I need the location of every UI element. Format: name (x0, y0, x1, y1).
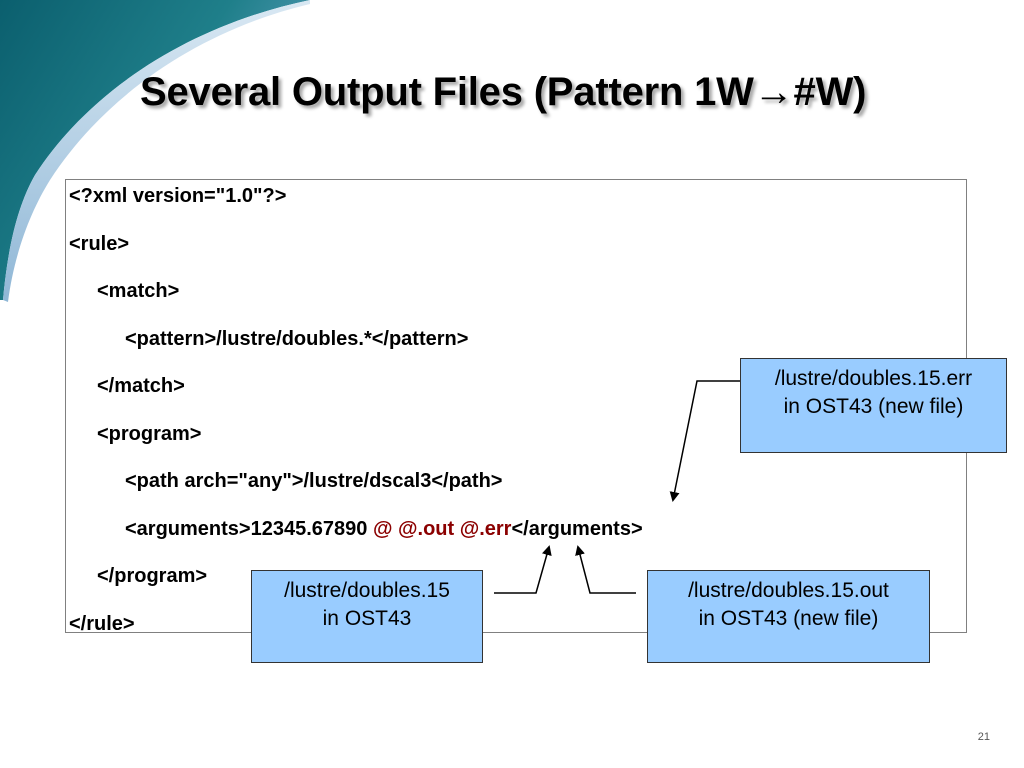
code-line-pattern: <pattern>/lustre/doubles.*</pattern> (125, 328, 469, 350)
callout-input-file: /lustre/doubles.15 in OST43 (251, 570, 483, 663)
callout-input-line1: /lustre/doubles.15 (284, 579, 450, 602)
callout-out-line1: /lustre/doubles.15.out (688, 579, 889, 602)
callout-out-file: /lustre/doubles.15.out in OST43 (new fil… (647, 570, 930, 663)
code-line-match-close: </match> (97, 375, 185, 397)
callout-input-line2: in OST43 (322, 607, 412, 630)
slide-title-text: Several Output Files (Pattern 1W→#W) (140, 70, 867, 114)
arguments-highlight: @ @.out @.err (372, 518, 512, 540)
callout-err-line2: in OST43 (new file) (783, 395, 964, 418)
code-line-xml-decl: <?xml version="1.0"?> (69, 185, 287, 207)
arguments-open: <arguments>12345.67890 (125, 518, 373, 540)
code-line-program-close: </program> (97, 565, 208, 587)
page-number: 21 (977, 731, 990, 743)
code-line-arguments: <arguments>12345.67890 @ @.out @.err</ar… (125, 517, 643, 541)
slide-title: Several Output Files (Pattern 1W→#W) (140, 70, 866, 115)
code-line-path: <path arch="any">/lustre/dscal3</path> (125, 470, 503, 492)
arrow-to-out (575, 545, 636, 594)
callout-err-file: /lustre/doubles.15.err in OST43 (new fil… (740, 358, 1007, 453)
code-line-match-open: <match> (97, 280, 180, 302)
callout-err-line1: /lustre/doubles.15.err (774, 367, 973, 390)
decorative-swoosh (0, 0, 310, 302)
arrow-to-at (494, 545, 552, 594)
arguments-close: </arguments> (511, 518, 643, 540)
code-line-rule-close: </rule> (69, 613, 135, 635)
callout-out-line2: in OST43 (new file) (698, 607, 879, 630)
code-line-program-open: <program> (97, 423, 202, 445)
code-line-rule-open: <rule> (69, 233, 130, 255)
arrow-to-err (669, 380, 740, 502)
